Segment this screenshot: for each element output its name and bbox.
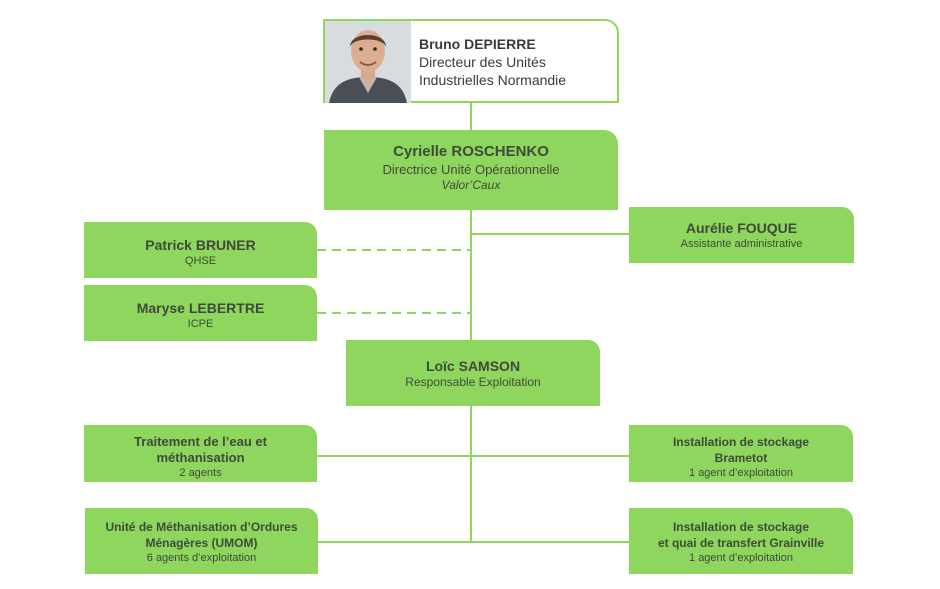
director-photo <box>325 21 411 103</box>
director-role-line2: Industrielles Normandie <box>419 72 567 88</box>
unit-head-role: Directrice Unité Opérationnelle <box>382 162 560 177</box>
site-water-box: Traitement de l’eau et méthanisation 2 a… <box>84 425 317 482</box>
site-water-staff: 2 agents <box>179 467 222 479</box>
site-umom-line1: Unité de Méthanisation d’Ordures <box>105 520 298 534</box>
qhse-name: Patrick BRUNER <box>145 237 256 253</box>
operations-box: Loïc SAMSON Responsable Exploitation <box>346 340 600 406</box>
director-name: Bruno DEPIERRE <box>419 36 536 52</box>
operations-role: Responsable Exploitation <box>405 375 541 389</box>
site-brametot-box: Installation de stockage Brametot 1 agen… <box>629 425 853 482</box>
site-grainville-box: Installation de stockage et quai de tran… <box>629 508 853 574</box>
unit-head-name: Cyrielle ROSCHENKO <box>393 143 549 160</box>
site-umom-box: Unité de Méthanisation d’Ordures Ménagèr… <box>85 508 318 574</box>
site-grainville-line2: et quai de transfert Grainville <box>657 536 825 550</box>
site-umom-line2: Ménagères (UMOM) <box>145 536 258 550</box>
site-water-line2: méthanisation <box>156 450 245 465</box>
qhse-box: Patrick BRUNER QHSE <box>84 222 317 278</box>
qhse-role: QHSE <box>184 255 217 267</box>
icpe-box: Maryse LEBERTRE ICPE <box>84 285 317 341</box>
assistant-role: Assistante administrative <box>680 238 803 250</box>
unit-head-box: Cyrielle ROSCHENKO Directrice Unité Opér… <box>324 130 618 210</box>
icpe-role: ICPE <box>187 318 214 330</box>
site-water-line1: Traitement de l’eau et <box>134 434 267 449</box>
site-brametot-staff: 1 agent d’exploitation <box>689 467 793 479</box>
assistant-box: Aurélie FOUQUE Assistante administrative <box>629 207 854 263</box>
site-grainville-staff: 1 agent d’exploitation <box>689 552 793 564</box>
site-grainville-line1: Installation de stockage <box>672 520 810 534</box>
director-box: Bruno DEPIERRE Directeur des Unités Indu… <box>323 19 619 103</box>
unit-head-unit: Valor’Caux <box>441 178 501 192</box>
assistant-name: Aurélie FOUQUE <box>685 220 798 236</box>
operations-name: Loïc SAMSON <box>425 358 521 374</box>
site-brametot-line1: Installation de stockage <box>672 435 810 449</box>
site-brametot-line2: Brametot <box>714 451 768 465</box>
icpe-name: Maryse LEBERTRE <box>136 300 265 316</box>
director-role-line1: Directeur des Unités <box>419 54 546 70</box>
site-umom-staff: 6 agents d’exploitation <box>146 552 257 564</box>
